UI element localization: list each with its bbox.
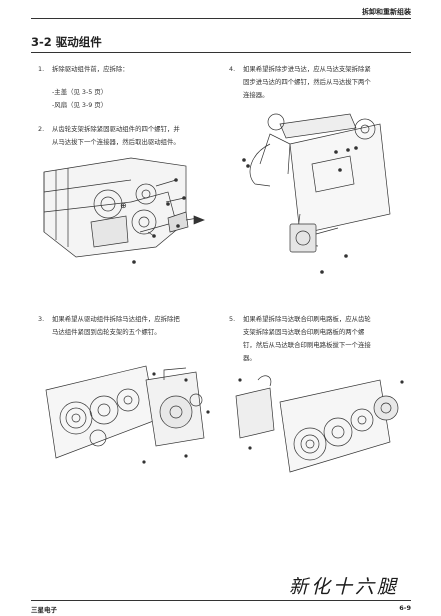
step-1: 1. 拆除驱动组件前，应拆除： xyxy=(38,63,213,77)
step-5-text: 如果希望拆除马达联合印刷电路板，应从齿轮 支架拆除紧固马达联合印刷电路板的两个螺… xyxy=(243,315,371,362)
header-section-label: 拆卸和重新组装 xyxy=(362,8,411,16)
header-rule xyxy=(31,18,411,19)
step-4: 4. 如果希望拆除步进马达，应从马达支架拆除紧 固步进马达的四个螺钉，然后从马达… xyxy=(229,63,414,105)
stepper-motor-figure xyxy=(242,113,391,274)
step-2: 2. 从齿轮支架拆除紧固驱动组件的四个螺钉，并 从马达拔下一个连接器，然后取出驱… xyxy=(38,123,218,151)
title-rule xyxy=(31,52,411,53)
step-2-text: 从齿轮支架拆除紧固驱动组件的四个螺钉，并 从马达拔下一个连接器，然后取出驱动组件… xyxy=(52,125,180,146)
section-title: 3-2 驱动组件 xyxy=(31,35,102,49)
step-4-number: 4. xyxy=(229,65,236,73)
step-1-number: 1. xyxy=(38,65,45,73)
motor-pcb-figure xyxy=(235,375,404,473)
watermark: 新化十六腿 xyxy=(288,576,399,598)
step-1-item-2: -风扇（见 3-9 页） xyxy=(52,101,108,109)
step-5: 5. 如果希望拆除马达联合印刷电路板，应从齿轮 支架拆除紧固马达联合印刷电路板的… xyxy=(229,313,414,369)
step-3-number: 3. xyxy=(38,315,45,323)
step-2-number: 2. xyxy=(38,125,45,133)
motor-assembly-figure xyxy=(45,365,210,464)
step-1-text: 拆除驱动组件前，应拆除： xyxy=(52,65,129,73)
svg-text:⊕: ⊕ xyxy=(120,201,127,210)
step-5-number: 5. xyxy=(229,315,236,323)
footer-page-number: 6-9 xyxy=(399,604,411,612)
step-3: 3. 如果希望从驱动组件拆除马达组件，应拆除把 马达组件紧固到齿轮支架的五个螺钉… xyxy=(38,313,218,341)
step-1-item-1: -主盖（见 3-5 页） xyxy=(52,88,108,96)
drive-assembly-figure: ⊕ xyxy=(43,157,205,264)
footer-rule xyxy=(31,600,411,601)
step-3-text: 如果希望从驱动组件拆除马达组件，应拆除把 马达组件紧固到齿轮支架的五个螺钉。 xyxy=(52,315,180,336)
step-4-text: 如果希望拆除步进马达，应从马达支架拆除紧 固步进马达的四个螺钉，然后从马达拔下两… xyxy=(243,65,371,99)
footer-brand: 三星电子 xyxy=(31,606,57,614)
